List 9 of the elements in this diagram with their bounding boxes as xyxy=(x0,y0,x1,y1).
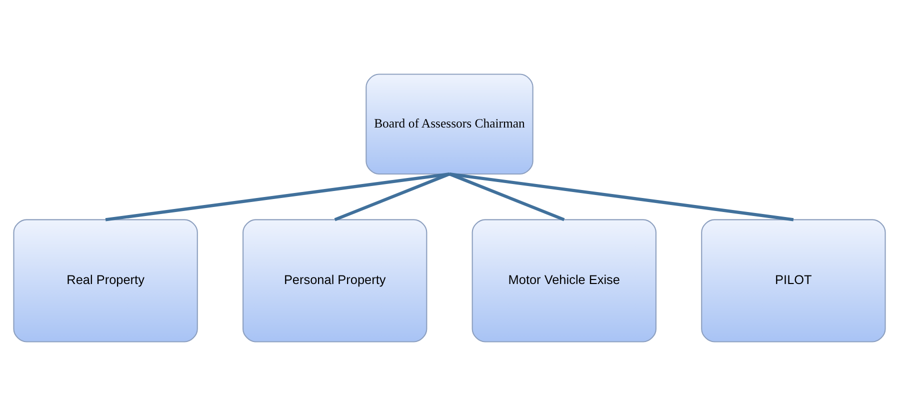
node-box: Motor Vehicle Exise xyxy=(472,218,656,342)
connector xyxy=(105,172,450,221)
node-box: Personal Property xyxy=(242,218,428,342)
connector xyxy=(449,172,794,221)
connector xyxy=(334,172,450,221)
node-box: Real Property xyxy=(13,218,198,342)
node-box: PILOT xyxy=(701,218,886,342)
connector xyxy=(448,172,565,221)
node-box: Board of Assessors Chairman xyxy=(366,73,534,174)
